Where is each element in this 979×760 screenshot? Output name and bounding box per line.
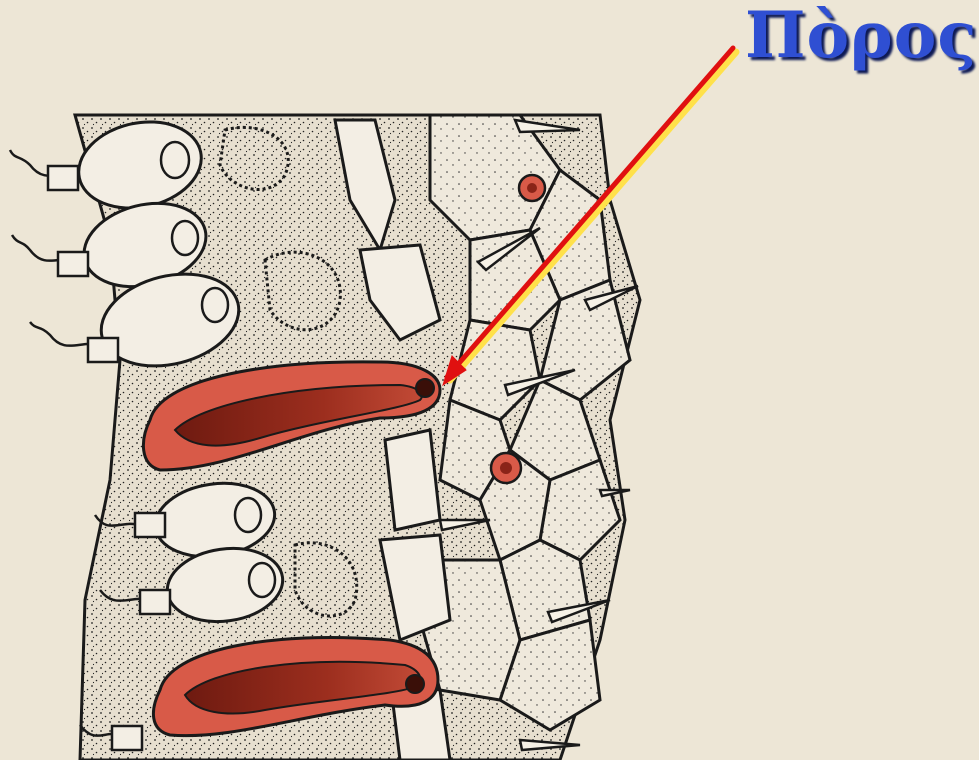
pore-label: Πὸρος — [745, 4, 977, 68]
